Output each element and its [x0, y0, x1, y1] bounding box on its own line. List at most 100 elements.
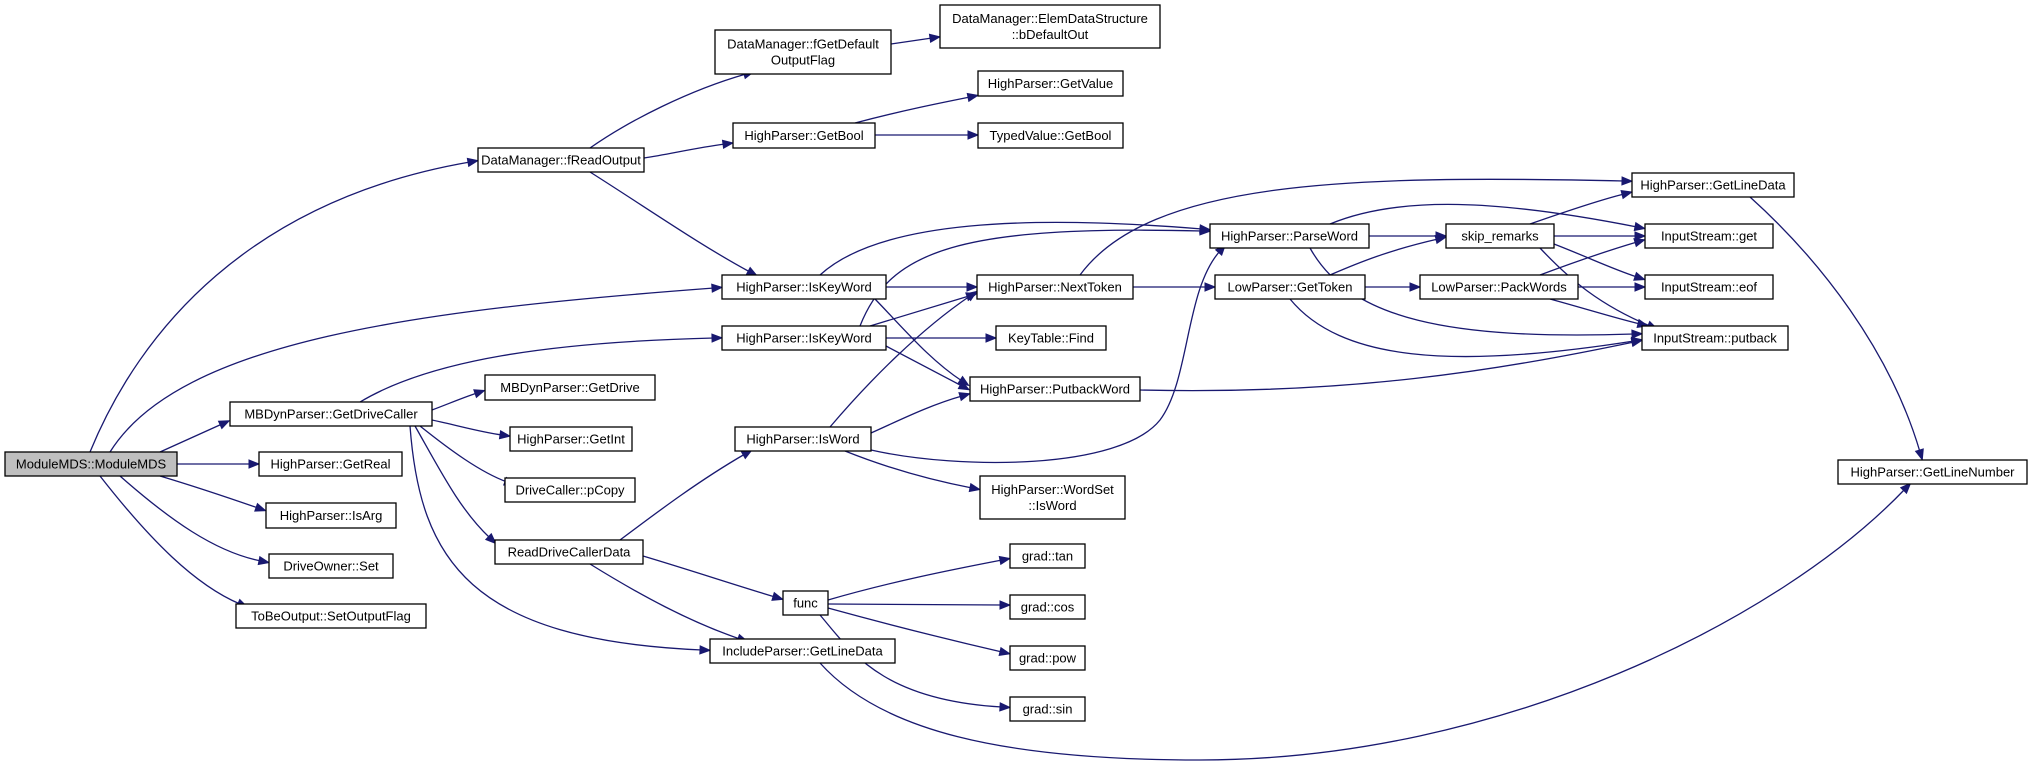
node-tobeoutput-setoutputflag[interactable]: ToBeOutput::SetOutputFlag — [235, 603, 427, 629]
node-box[interactable] — [995, 325, 1107, 351]
node-label: ToBeOutput::SetOutputFlag — [251, 609, 411, 624]
node-highparser-getint[interactable]: HighParser::GetInt — [509, 426, 633, 452]
edge-n32-n34 — [1539, 238, 1646, 276]
node-grad-sin[interactable]: grad::sin — [1009, 696, 1086, 722]
node-skip-remarks[interactable]: skip_remarks — [1445, 223, 1555, 249]
node-box[interactable] — [268, 553, 394, 579]
edge-n1-n4 — [643, 139, 735, 159]
node-box[interactable] — [782, 590, 829, 616]
node-highparser-wordset-isword[interactable]: HighParser::WordSet::IsWord — [979, 475, 1126, 520]
node-highparser-putbackword[interactable]: HighParser::PutbackWord — [969, 376, 1141, 402]
node-inputstream-eof[interactable]: InputStream::eof — [1644, 274, 1774, 300]
node-box[interactable] — [939, 4, 1161, 49]
node-label: grad::pow — [1019, 651, 1077, 666]
edge-line — [359, 337, 715, 403]
node-highparser-iskeyword[interactable]: HighParser::IsKeyWord — [721, 325, 887, 351]
node-highparser-getlinenumber[interactable]: HighParser::GetLineNumber — [1837, 459, 2028, 485]
node-box[interactable] — [1009, 543, 1086, 569]
node-label: DataManager::ElemDataStructure — [952, 11, 1148, 26]
node-inputstream-putback[interactable]: InputStream::putback — [1641, 325, 1789, 351]
node-box[interactable] — [721, 325, 887, 351]
node-box[interactable] — [977, 70, 1124, 97]
edge-n22-n36 — [1139, 337, 1644, 392]
node-highparser-isword[interactable]: HighParser::IsWord — [734, 426, 872, 452]
edge-arrowhead-icon — [1914, 448, 1924, 461]
node-highparser-nexttoken[interactable]: HighParser::NextToken — [976, 274, 1134, 300]
node-box[interactable] — [714, 29, 892, 75]
edge-n21-n33 — [1079, 176, 1634, 276]
node-box[interactable] — [265, 502, 397, 529]
edge-arrowhead-icon — [1199, 226, 1212, 236]
node-grad-cos[interactable]: grad::cos — [1009, 594, 1086, 620]
node-keytable-find[interactable]: KeyTable::Find — [995, 325, 1107, 351]
edge-line — [1549, 298, 1641, 325]
node-box[interactable] — [969, 376, 1141, 402]
node-box[interactable] — [1837, 459, 2028, 485]
edge-n17-n20 — [642, 555, 784, 601]
node-box[interactable] — [1644, 223, 1774, 249]
node-box[interactable] — [1419, 274, 1579, 300]
node-datamanager-elemdatastructure-bdefaultout[interactable]: DataManager::ElemDataStructure::bDefault… — [939, 4, 1161, 49]
node-highparser-getbool[interactable]: HighParser::GetBool — [732, 122, 876, 149]
node-func[interactable]: func — [782, 590, 829, 616]
node-includeparser-getlinedata[interactable]: IncludeParser::GetLineData — [709, 638, 896, 664]
node-box[interactable] — [976, 274, 1134, 300]
node-label: TypedValue::GetBool — [990, 128, 1112, 143]
node-inputstream-get[interactable]: InputStream::get — [1644, 223, 1774, 249]
node-box[interactable] — [1009, 645, 1086, 671]
node-box[interactable] — [1009, 696, 1086, 722]
node-modulemds-modulemds[interactable]: ModuleMDS::ModuleMDS — [4, 451, 178, 477]
node-box[interactable] — [721, 274, 887, 300]
node-highparser-parseword[interactable]: HighParser::ParseWord — [1209, 223, 1370, 249]
node-box[interactable] — [484, 374, 656, 401]
node-highparser-iskeyword[interactable]: HighParser::IsKeyWord — [721, 274, 887, 300]
node-label: func — [793, 596, 818, 611]
node-box[interactable] — [494, 539, 644, 565]
edge-line — [869, 295, 970, 327]
node-box[interactable] — [1641, 325, 1789, 351]
node-highparser-getvalue[interactable]: HighParser::GetValue — [977, 70, 1124, 97]
node-box[interactable] — [4, 451, 178, 477]
node-box[interactable] — [734, 426, 872, 452]
node-mbdynparser-getdrivecaller[interactable]: MBDynParser::GetDriveCaller — [229, 401, 433, 427]
edge-arrowhead-icon — [1620, 190, 1634, 200]
edge-line — [119, 475, 262, 562]
node-highparser-isarg[interactable]: HighParser::IsArg — [265, 502, 397, 529]
edge-line — [431, 392, 478, 411]
node-box[interactable] — [1214, 274, 1366, 300]
node-grad-tan[interactable]: grad::tan — [1009, 543, 1086, 569]
edge-arrowhead-icon — [1630, 336, 1644, 347]
node-box[interactable] — [258, 451, 403, 477]
node-box[interactable] — [1631, 172, 1795, 198]
node-box[interactable] — [732, 122, 876, 149]
node-drivecaller-pcopy[interactable]: DriveCaller::pCopy — [504, 477, 636, 503]
node-box[interactable] — [235, 603, 427, 629]
edge-line — [1139, 341, 1635, 392]
node-box[interactable] — [477, 147, 645, 173]
edge-line — [890, 37, 933, 45]
edge-arrowhead-icon — [1409, 282, 1422, 292]
node-typedvalue-getbool[interactable]: TypedValue::GetBool — [977, 122, 1124, 149]
node-box[interactable] — [1644, 274, 1774, 300]
node-highparser-getlinedata[interactable]: HighParser::GetLineData — [1631, 172, 1795, 198]
node-box[interactable] — [1445, 223, 1555, 249]
node-mbdynparser-getdrive[interactable]: MBDynParser::GetDrive — [484, 374, 656, 401]
node-lowparser-gettoken[interactable]: LowParser::GetToken — [1214, 274, 1366, 300]
node-box[interactable] — [979, 475, 1126, 520]
edge-line — [589, 73, 747, 149]
node-box[interactable] — [229, 401, 433, 427]
node-box[interactable] — [1009, 594, 1086, 620]
node-box[interactable] — [509, 426, 633, 452]
node-grad-pow[interactable]: grad::pow — [1009, 645, 1086, 671]
node-box[interactable] — [504, 477, 636, 503]
node-highparser-getreal[interactable]: HighParser::GetReal — [258, 451, 403, 477]
node-driveowner-set[interactable]: DriveOwner::Set — [268, 553, 394, 579]
node-box[interactable] — [1209, 223, 1370, 249]
node-box[interactable] — [977, 122, 1124, 149]
node-box[interactable] — [709, 638, 896, 664]
node-readdrivecallerdata[interactable]: ReadDriveCallerData — [494, 539, 644, 565]
node-lowparser-packwords[interactable]: LowParser::PackWords — [1419, 274, 1579, 300]
node-datamanager-freadoutput[interactable]: DataManager::fReadOutput — [477, 147, 645, 173]
